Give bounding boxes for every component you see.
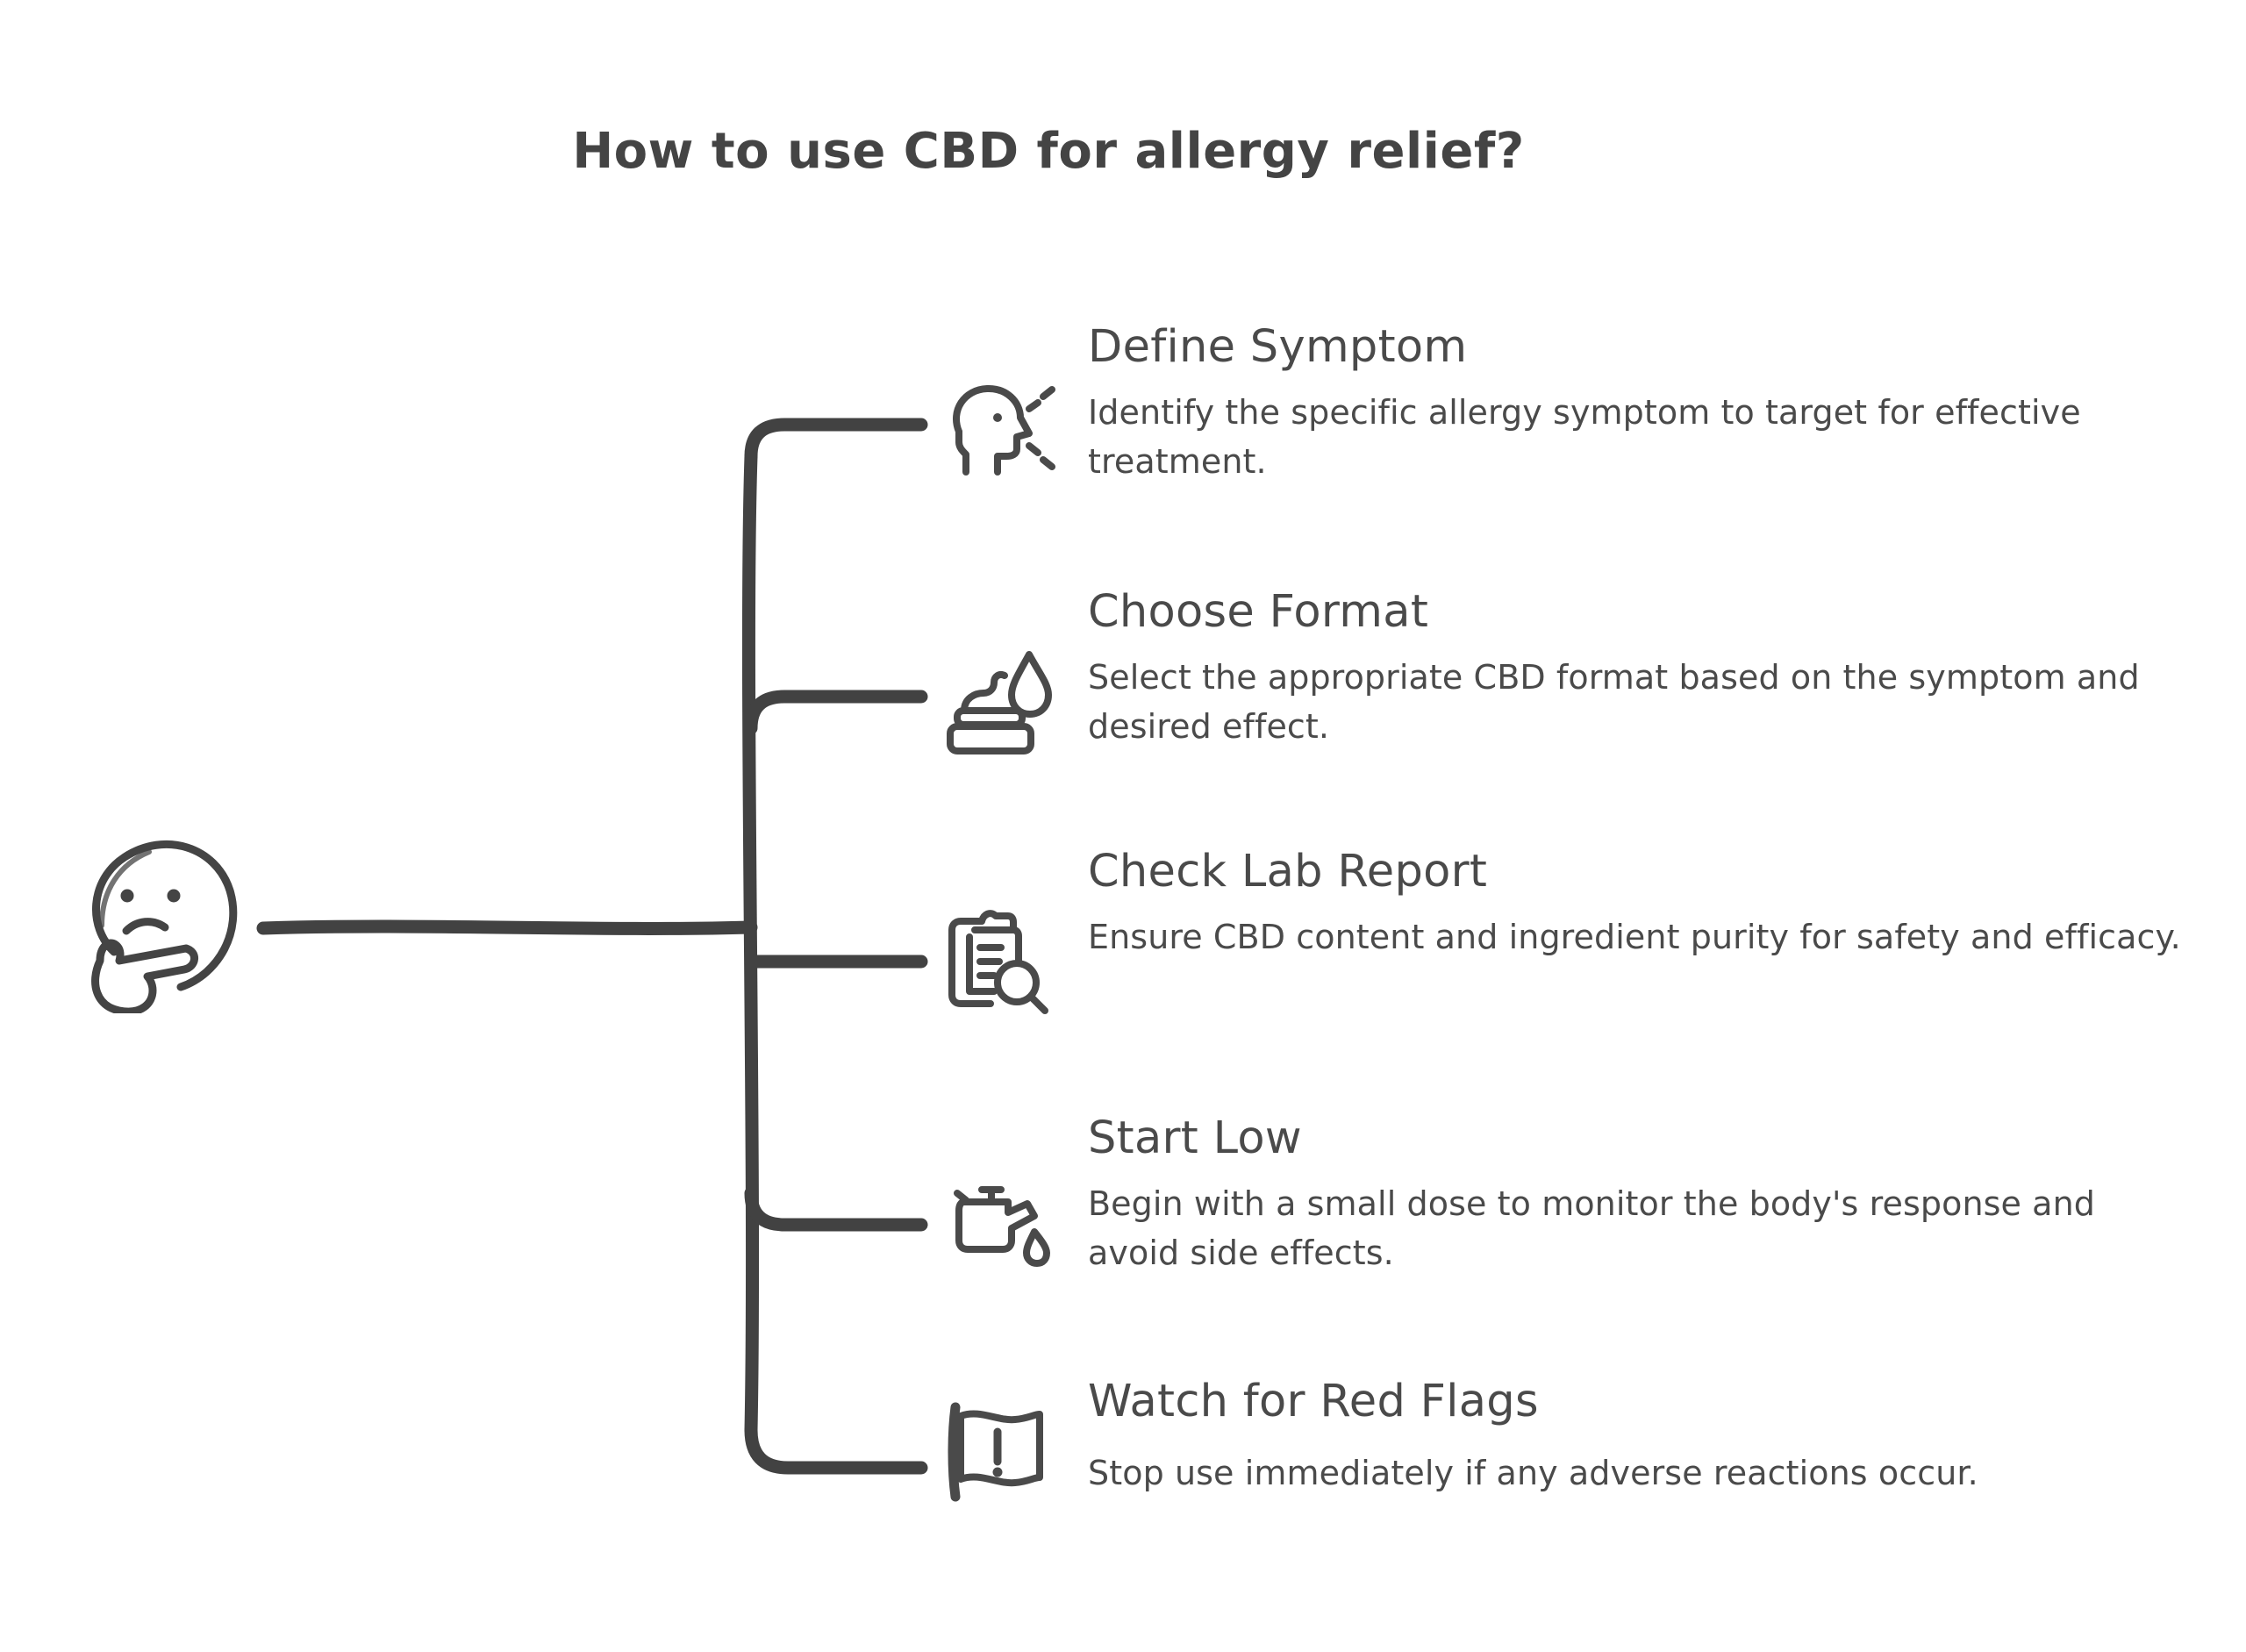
branch-heading-1: Choose Format — [1088, 586, 1429, 638]
branch-heading-0: Define Symptom — [1088, 321, 1468, 373]
branch-heading-2: Check Lab Report — [1088, 846, 1488, 898]
warning-flag-icon — [948, 1402, 1043, 1502]
branch-text-1: Choose Format Select the appropriate CBD… — [1088, 590, 2189, 751]
sneezing-head-icon-wrap — [943, 379, 1055, 491]
branch-text-0: Define Symptom Identify the specific all… — [1088, 325, 2189, 486]
warning-flag-icon-wrap — [943, 1395, 1055, 1507]
branch-description-4: Stop use immediately if any adverse reac… — [1088, 1454, 1978, 1492]
clipboard-magnifier-icon — [948, 910, 1048, 1014]
branch-line-1 — [744, 690, 928, 735]
root-node[interactable] — [61, 829, 246, 1016]
branch-text-4: Watch for Red Flags Stop use immediately… — [1088, 1379, 2189, 1498]
ointment-jar-droplet-icon — [947, 651, 1052, 754]
branch-heading-3: Start Low — [1088, 1112, 1302, 1164]
root-stem-line — [256, 919, 758, 935]
trunk-line — [741, 449, 760, 1437]
branch-description-1: Select the appropriate CBD format based … — [1088, 658, 2140, 747]
branch-line-3 — [744, 1186, 928, 1232]
branch-description-3: Begin with a small dose to monitor the b… — [1088, 1184, 2095, 1273]
branch-line-4 — [744, 1423, 928, 1475]
page-title: How to use CBD for allergy relief? — [572, 123, 1525, 180]
oil-can-drop-icon-wrap — [943, 1170, 1055, 1283]
branch-text-2: Check Lab Report Ensure CBD content and … — [1088, 849, 2189, 962]
branch-line-0 — [744, 418, 928, 463]
clipboard-magnifier-icon-wrap — [943, 907, 1055, 1019]
branch-description-0: Identify the specific allergy symptom to… — [1088, 393, 2081, 482]
branch-heading-4: Watch for Red Flags — [1088, 1376, 1539, 1427]
thinking-face-icon — [91, 840, 238, 1016]
branch-description-2: Ensure CBD content and ingredient purity… — [1088, 918, 2181, 956]
sneezing-head-icon — [953, 385, 1055, 476]
branch-text-3: Start Low Begin with a small dose to mon… — [1088, 1116, 2189, 1277]
oil-can-drop-icon — [954, 1186, 1050, 1267]
ointment-jar-droplet-icon-wrap — [943, 647, 1055, 760]
